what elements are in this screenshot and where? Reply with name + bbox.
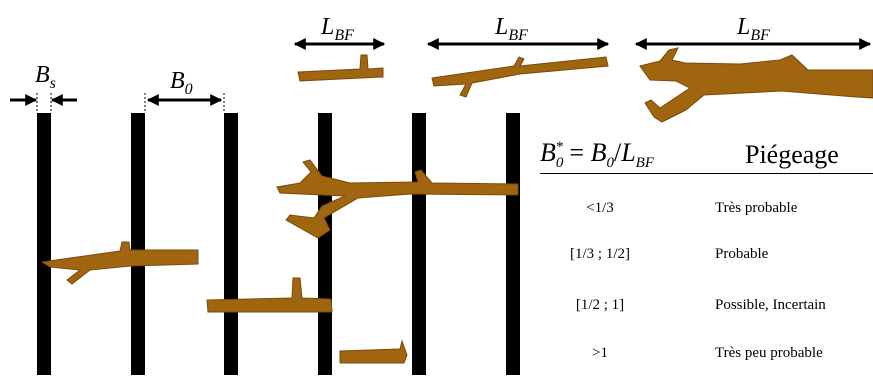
bs-dimension: Bs [10, 62, 77, 113]
post-4 [318, 113, 332, 375]
post-1 [37, 113, 51, 375]
log-across-posts-4-6 [277, 160, 518, 238]
lbf-dimension-3: LBF [636, 14, 870, 44]
reference-logs [298, 48, 873, 122]
log-across-posts-1-2 [42, 242, 198, 284]
post-6 [506, 113, 520, 375]
b0-dimension: B0 [145, 68, 224, 113]
lbf-label-2: LBF [494, 14, 528, 44]
lbf-label-3: LBF [736, 14, 770, 44]
posts [37, 113, 520, 375]
bs-label: Bs [35, 62, 56, 92]
lbf-dimension-1: LBF [295, 14, 384, 44]
post-5 [412, 113, 426, 375]
log-bottom-small [340, 341, 407, 363]
log-medium [432, 57, 608, 97]
lbf-dimension-2: LBF [428, 14, 608, 44]
lbf-label-1: LBF [320, 14, 354, 44]
b0-label: B0 [170, 68, 193, 98]
log-small [298, 55, 383, 81]
post-2 [131, 113, 145, 375]
log-large [640, 48, 873, 122]
post-3 [224, 113, 238, 375]
trapped-logs [42, 160, 518, 363]
